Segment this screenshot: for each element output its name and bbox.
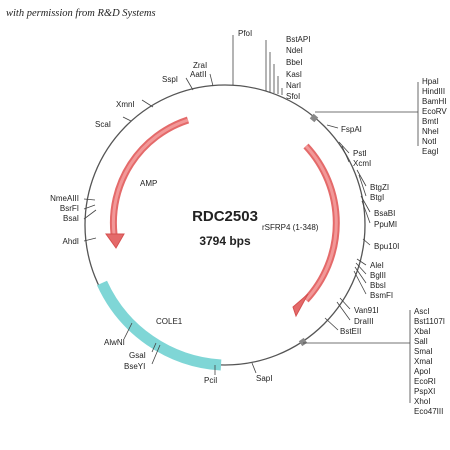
site-gsal: GsaI — [129, 351, 146, 360]
site-pfol: PfoI — [238, 29, 252, 38]
site-bglii: BglII — [370, 271, 386, 280]
insert-arrow-shaft-highlight — [304, 144, 338, 302]
site-nhel: NheI — [422, 127, 439, 136]
site-bseyl: BseYI — [124, 362, 145, 371]
site-bbel: BbeI — [286, 58, 302, 67]
site-fspal: FspAI — [341, 125, 362, 134]
site-bpu10l: Bpu10I — [374, 242, 399, 251]
site-btgzi: BtgZI — [370, 183, 389, 192]
site-leader-lines — [83, 35, 419, 403]
site-bstapi: BstAPI — [286, 35, 310, 44]
site-pcil: PciI — [204, 376, 217, 385]
site-ascl: AscI — [414, 307, 430, 316]
site-smal: SmaI — [414, 347, 433, 356]
site-bamhi: BamHI — [422, 97, 446, 106]
site-bstell: BstEII — [340, 327, 361, 336]
plasmid-size: 3794 bps — [199, 234, 251, 248]
mcs1-box — [309, 113, 319, 123]
site-bsrfl: BsrFI — [60, 204, 79, 213]
cole1-origin-arc — [96, 280, 222, 371]
site-sfol: SfoI — [286, 92, 300, 101]
insert-label: rSFRP4 (1-348) — [262, 223, 319, 232]
site-apol: ApoI — [414, 367, 430, 376]
site-xcml: XcmI — [353, 159, 371, 168]
site-bsal: BsaI — [63, 214, 79, 223]
site-bsabi: BsaBI — [374, 209, 395, 218]
site-sspl: SspI — [162, 75, 178, 84]
site-hindiii: HindIII — [422, 87, 445, 96]
site-bst1107l: Bst1107I — [414, 317, 445, 326]
site-xmnl: XmnI — [116, 100, 135, 109]
site-scal: ScaI — [95, 120, 111, 129]
site-xhol: XhoI — [414, 397, 430, 406]
site-sapl: SapI — [256, 374, 272, 383]
site-btgl: BtgI — [370, 193, 384, 202]
site-eco47iii: Eco47III — [414, 407, 443, 416]
amp-arrowhead — [105, 233, 125, 249]
insert-arrowhead — [292, 293, 309, 318]
mcs2-box — [298, 337, 308, 347]
site-sall: SalI — [414, 337, 428, 346]
site-hpal: HpaI — [422, 77, 439, 86]
amp-arrow-shaft-highlight — [111, 118, 189, 235]
site-kasl: KasI — [286, 70, 302, 79]
site-bbsl: BbsI — [370, 281, 386, 290]
permission-note: with permission from R&D Systems — [6, 8, 156, 19]
site-notl: NotI — [422, 137, 437, 146]
site-zral: ZraI — [193, 61, 207, 70]
site-dralll: DraIII — [354, 317, 374, 326]
site-xbal: XbaI — [414, 327, 430, 336]
plasmid-name: RDC2503 — [192, 208, 258, 225]
cole1-label: COLE1 — [156, 317, 183, 326]
site-bmtl: BmtI — [422, 117, 438, 126]
site-xmal: XmaI — [414, 357, 433, 366]
site-alel: AleI — [370, 261, 384, 270]
site-bsmfl: BsmFI — [370, 291, 393, 300]
site-van91l: Van91I — [354, 306, 379, 315]
site-alwnl: AlwNI — [104, 338, 125, 347]
site-ecori: EcoRI — [414, 377, 436, 386]
site-eagl: EagI — [422, 147, 438, 156]
amp-label: AMP — [140, 179, 157, 188]
site-pstl: PstI — [353, 149, 367, 158]
site-narl: NarI — [286, 81, 301, 90]
site-nmeaiii: NmeAIII — [50, 194, 79, 203]
site-ahdl: AhdI — [63, 237, 79, 246]
site-ndel: NdeI — [286, 46, 303, 55]
site-ecorv: EcoRV — [422, 107, 447, 116]
site-ppumi: PpuMI — [374, 220, 397, 229]
plasmid-backbone — [84, 84, 366, 366]
site-pspxi: PspXI — [414, 387, 435, 396]
site-aatll: AatII — [190, 70, 206, 79]
